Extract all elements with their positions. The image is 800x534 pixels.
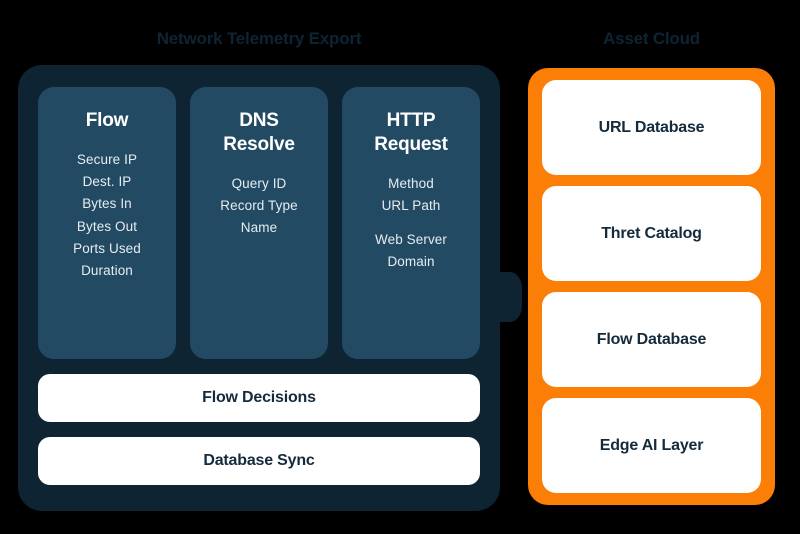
asset-card-thret-catalog[interactable]: Thret Catalog [542,186,761,281]
network-telemetry-export-panel: Flow Secure IP Dest. IP Bytes In Bytes O… [18,65,500,511]
field-item: Dest. IP [82,174,132,190]
telemetry-card-flow-fields: Secure IP Dest. IP Bytes In Bytes Out Po… [46,149,168,283]
field-item: Domain [387,254,435,270]
asset-card-flow-database[interactable]: Flow Database [542,292,761,387]
asset-card-url-database[interactable]: URL Database [542,80,761,175]
bar-database-sync[interactable]: Database Sync [38,437,480,485]
field-item: Duration [81,263,133,279]
telemetry-card-dns-resolve-fields: Query ID Record Type Name [198,173,320,240]
telemetry-card-dns-resolve[interactable]: DNS Resolve Query ID Record Type Name [190,87,328,359]
field-item: Web Server [374,232,448,248]
field-item: Name [240,220,278,236]
field-item: Secure IP [76,151,138,167]
telemetry-card-row: Flow Secure IP Dest. IP Bytes In Bytes O… [38,87,480,359]
field-item: Record Type [220,197,298,213]
field-item: Ports Used [73,240,141,256]
telemetry-card-http-request[interactable]: HTTP Request Method URL Path Web Server … [342,87,480,359]
asset-cloud-title: Asset Cloud [603,29,700,48]
field-item: Bytes In [82,196,132,212]
field-item: Bytes Out [76,218,138,234]
arrow-right-icon [498,272,522,322]
title-line-2: Request [374,133,448,155]
network-telemetry-export-title: Network Telemetry Export [156,29,362,48]
telemetry-card-http-request-fields: Method URL Path Web Server Domain [350,173,472,274]
field-item: URL Path [381,197,441,213]
telemetry-card-flow[interactable]: Flow Secure IP Dest. IP Bytes In Bytes O… [38,87,176,359]
field-item: Method [388,175,434,191]
title-line-1: DNS [239,110,279,131]
asset-card-edge-ai-layer[interactable]: Edge AI Layer [542,398,761,493]
bar-flow-decisions[interactable]: Flow Decisions [38,374,480,422]
title-line-1: HTTP [386,110,436,131]
telemetry-card-flow-title: Flow [85,110,129,131]
telemetry-card-http-request-title: HTTP Request [350,109,472,157]
telemetry-card-dns-resolve-title: DNS Resolve [198,109,320,157]
asset-cloud-panel: URL Database Thret Catalog Flow Database… [528,68,775,505]
title-line-2: Resolve [223,133,295,155]
field-item: Query ID [231,175,287,191]
